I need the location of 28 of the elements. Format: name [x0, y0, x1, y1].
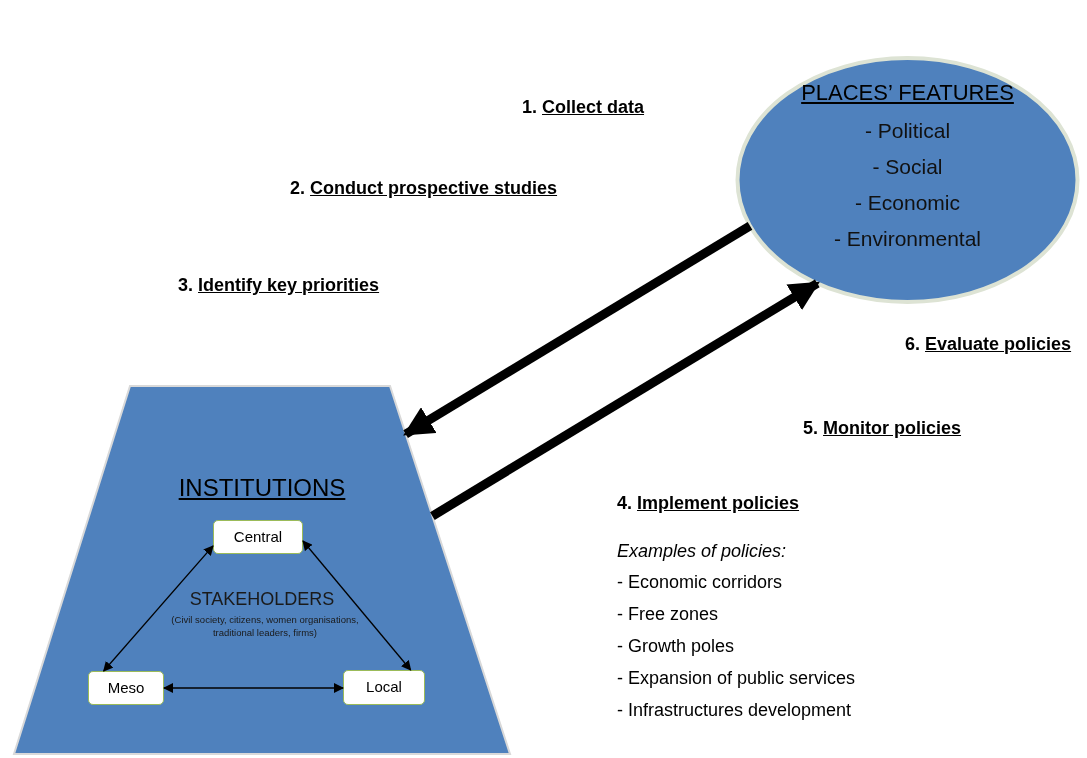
level-box: Central: [213, 520, 303, 554]
step-label: 4. Implement policies: [617, 492, 800, 514]
feature-item: - Economic: [855, 190, 960, 216]
policy-item: - Free zones: [617, 603, 719, 625]
policy-item: - Economic corridors: [617, 571, 783, 593]
ellipse-heading: PLACES’ FEATURES: [801, 79, 1014, 107]
step-label: 6. Evaluate policies: [905, 333, 1072, 355]
step-label: 1. Collect data: [522, 96, 645, 118]
step-label: 3. Identify key priorities: [178, 274, 380, 296]
policy-item: - Infrastructures development: [617, 699, 852, 721]
level-box: Meso: [88, 671, 164, 705]
stakeholders-note: (Civil society, citizens, women organisations, traditional leaders, firms): [170, 613, 360, 639]
arrow: [163, 683, 344, 693]
step-label: 5. Monitor policies: [803, 417, 962, 439]
trapezoid-heading: INSTITUTIONS: [177, 473, 347, 503]
policy-item: - Expansion of public services: [617, 667, 856, 689]
feature-item: - Environmental: [833, 226, 982, 252]
examples-heading: Examples of policies:: [617, 540, 787, 562]
policy-item: - Growth poles: [617, 635, 735, 657]
arrow: [302, 540, 412, 671]
level-box: Local: [343, 670, 425, 705]
arrow: [403, 222, 753, 438]
arrow: [430, 279, 820, 520]
stakeholders-heading: STAKEHOLDERS: [188, 588, 336, 611]
feature-item: - Political: [864, 118, 951, 144]
arrow: [103, 545, 214, 672]
feature-item: - Social: [872, 154, 943, 180]
step-label: 2. Conduct prospective studies: [290, 177, 558, 199]
